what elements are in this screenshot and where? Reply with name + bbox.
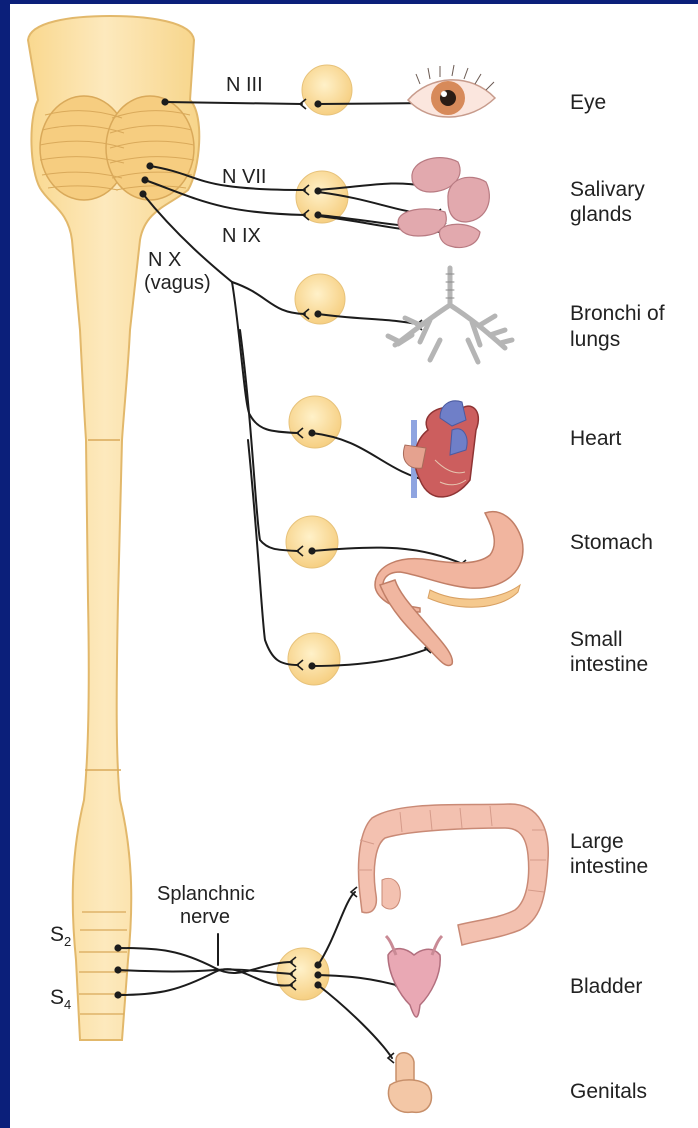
label-bladder: Bladder	[570, 974, 642, 1000]
eye-illustration	[408, 65, 495, 117]
label-stomach: Stomach	[570, 530, 653, 556]
label-genitals: Genitals	[570, 1079, 647, 1105]
label-s4: S4	[50, 985, 71, 1018]
label-n3: N III	[226, 72, 263, 98]
label-s4-subscript: 4	[64, 997, 71, 1012]
label-s2: S2	[50, 922, 71, 955]
label-small-2: intestine	[570, 652, 648, 678]
label-heart: Heart	[570, 426, 621, 452]
label-small-1: Small	[570, 627, 623, 653]
bladder-illustration	[386, 936, 442, 1017]
ganglia	[277, 65, 352, 1000]
diagram-canvas: N III N VII N IX N X (vagus) Splanchnic …	[10, 4, 698, 1128]
label-n9: N IX	[222, 223, 261, 249]
label-bronchi-1: Bronchi of	[570, 301, 665, 327]
genitals-illustration	[388, 1053, 431, 1113]
ganglion-heart	[289, 396, 341, 448]
label-bronchi-2: lungs	[570, 327, 620, 353]
salivary-glands-illustration	[398, 158, 489, 248]
parasympathetic-diagram	[10, 4, 698, 1128]
ganglion-eye	[302, 65, 352, 115]
label-eye: Eye	[570, 90, 606, 116]
nerve-pathways	[118, 102, 465, 1058]
heart-illustration	[404, 401, 479, 498]
label-nerve: nerve	[180, 904, 230, 930]
ganglion-small-intestine	[288, 633, 340, 685]
label-vagus: (vagus)	[144, 270, 211, 296]
label-s4-letter: S	[50, 986, 64, 1009]
label-salivary-1: Salivary	[570, 177, 645, 203]
label-large-2: intestine	[570, 854, 648, 880]
label-s2-letter: S	[50, 923, 64, 946]
label-n7: N VII	[222, 164, 266, 190]
large-intestine-illustration	[358, 804, 548, 945]
synapse-markers	[115, 98, 466, 1063]
label-s2-subscript: 2	[64, 934, 71, 949]
ganglion-stomach	[286, 516, 338, 568]
label-salivary-2: glands	[570, 202, 632, 228]
label-large-1: Large	[570, 829, 624, 855]
bronchi-illustration	[388, 268, 512, 362]
